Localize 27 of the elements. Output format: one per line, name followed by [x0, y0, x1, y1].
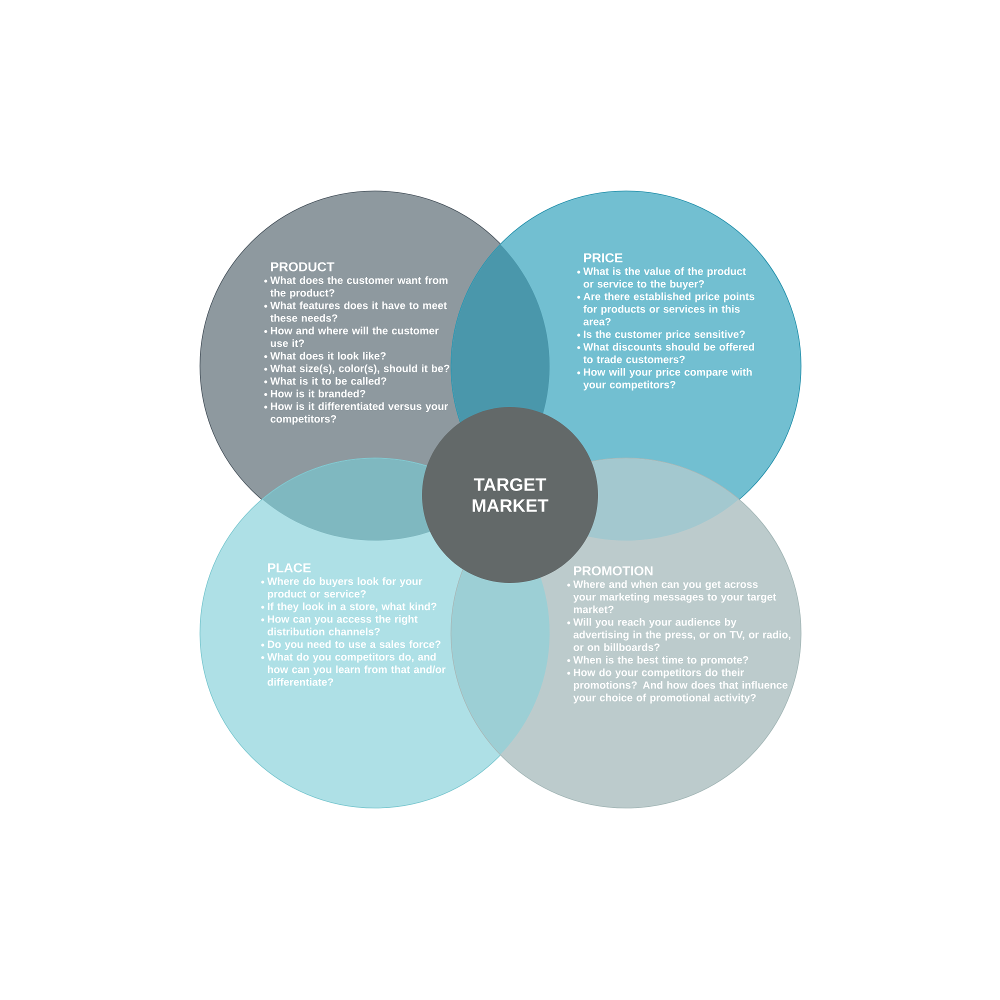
bullet-question: Is the customer price sensitive?	[584, 330, 745, 340]
bullet-question: What size(s), color(s), should it be?	[270, 364, 450, 374]
bullet-question: What do you competitors do, and how can you learn from that and/or differentiate?	[267, 652, 446, 686]
bullet-question: What features does it have to meet these needs?	[270, 301, 447, 322]
bullet-question: If they look in a store, what kind?	[268, 602, 436, 612]
bullet-question: How will your price compare with your competitors?	[583, 368, 752, 390]
bullet-question: Where do buyers look for your product or service?	[267, 577, 422, 600]
circle-heading: PROMOTION	[574, 566, 652, 576]
circle-heading: PRODUCT	[271, 262, 334, 272]
bullet-question: What is the value of the product or service to the buyer?	[583, 267, 746, 290]
bullet-question: When is the best time to promote?	[573, 656, 748, 666]
bullet-question: What does it look like?	[270, 352, 386, 360]
bullet-question: What is it to be called?	[270, 377, 386, 385]
bullet-question: How is it differentiated versus your competitors?	[270, 402, 448, 425]
circle-heading: PLACE	[268, 563, 311, 572]
bullet-question: How is it branded?	[270, 390, 366, 398]
bullet-question: What does the customer want from the product?	[270, 276, 448, 299]
bullet-question: Do you need to use a sales force?	[268, 640, 440, 650]
bullet-question: How do your competitors do their promotions? And how does that influence your choice of promotional activity?	[573, 668, 788, 704]
center-label: TARGET MARKET	[472, 478, 548, 512]
circle-heading: PRICE	[584, 253, 622, 262]
bullet-question: Will you reach your audience by advertising in the press, or on TV, or radio, or on billboards?	[573, 618, 790, 651]
bullet-question: Where and when can you get across your marketing messages to your target market?	[573, 580, 776, 614]
bullet-question: Are there established price points for products or services in this area?	[583, 292, 754, 326]
bullet-question: What discounts should be offered to trade customers?	[583, 342, 754, 364]
bullet-question: How can you access the right distribution channels?	[268, 615, 418, 636]
bullet-question: How and where will the customer use it?	[270, 326, 439, 347]
